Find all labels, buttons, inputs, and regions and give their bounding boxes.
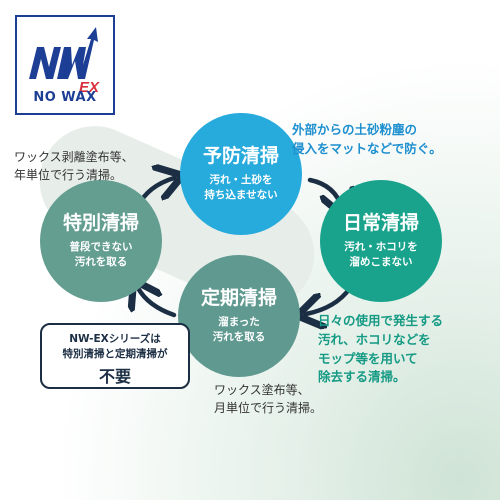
nw-ex-logo-mark: EX bbox=[29, 27, 100, 96]
cycle-node-nichijo: 日常清掃 汚れ・ホコリを 溜めこまない bbox=[320, 180, 442, 302]
callout-box: NW-EXシリーズは 特別清掃と定期清掃が 不要 bbox=[40, 323, 190, 389]
cycle-node-tokubetsu: 特別清掃 普段できない 汚れを取る bbox=[40, 180, 162, 302]
node-title: 日常清掃 bbox=[342, 211, 419, 234]
cycle-node-yobou: 予防清掃 汚れ・土砂を 持ち込ませない bbox=[180, 113, 302, 235]
note-teiki: ワックス塗布等、 月単位で行う清掃。 bbox=[214, 383, 323, 415]
note-tokubetsu: ワックス剥離塗布等、 年単位で行う清掃。 bbox=[14, 150, 134, 182]
logo-suffix: EX bbox=[79, 79, 100, 96]
note-yobou: 外部からの土砂粉塵の 侵入をマットなどで防ぐ。 bbox=[292, 122, 442, 156]
arrow-teiki-to-tokubetsu bbox=[138, 288, 177, 318]
node-subtitle: 汚れ・土砂を 持ち込ませない bbox=[204, 173, 278, 201]
arrow-nichijo-to-teiki bbox=[306, 285, 353, 314]
cycle-node-teiki: 定期清掃 溜まった 汚れを取る bbox=[178, 255, 300, 377]
logo-caption: NO WAX bbox=[33, 90, 97, 105]
node-title: 特別清掃 bbox=[62, 211, 139, 234]
node-title: 定期清掃 bbox=[200, 286, 277, 309]
node-subtitle: 汚れ・ホコリを 溜めこまない bbox=[344, 240, 418, 268]
callout-emphasis: 不要 bbox=[98, 367, 131, 387]
node-subtitle: 溜まった 汚れを取る bbox=[212, 315, 266, 343]
callout-text: NW-EXシリーズは 特別清掃と定期清掃が bbox=[62, 333, 168, 361]
note-nichijo: 日々の使用で発生する 汚れ、ホコリなどを モップ等を用いて 除去する清掃。 bbox=[318, 313, 444, 385]
node-subtitle: 普段できない 汚れを取る bbox=[69, 240, 133, 268]
nw-ex-logo: EX NO WAX bbox=[15, 15, 115, 115]
node-title: 予防清掃 bbox=[202, 144, 279, 167]
